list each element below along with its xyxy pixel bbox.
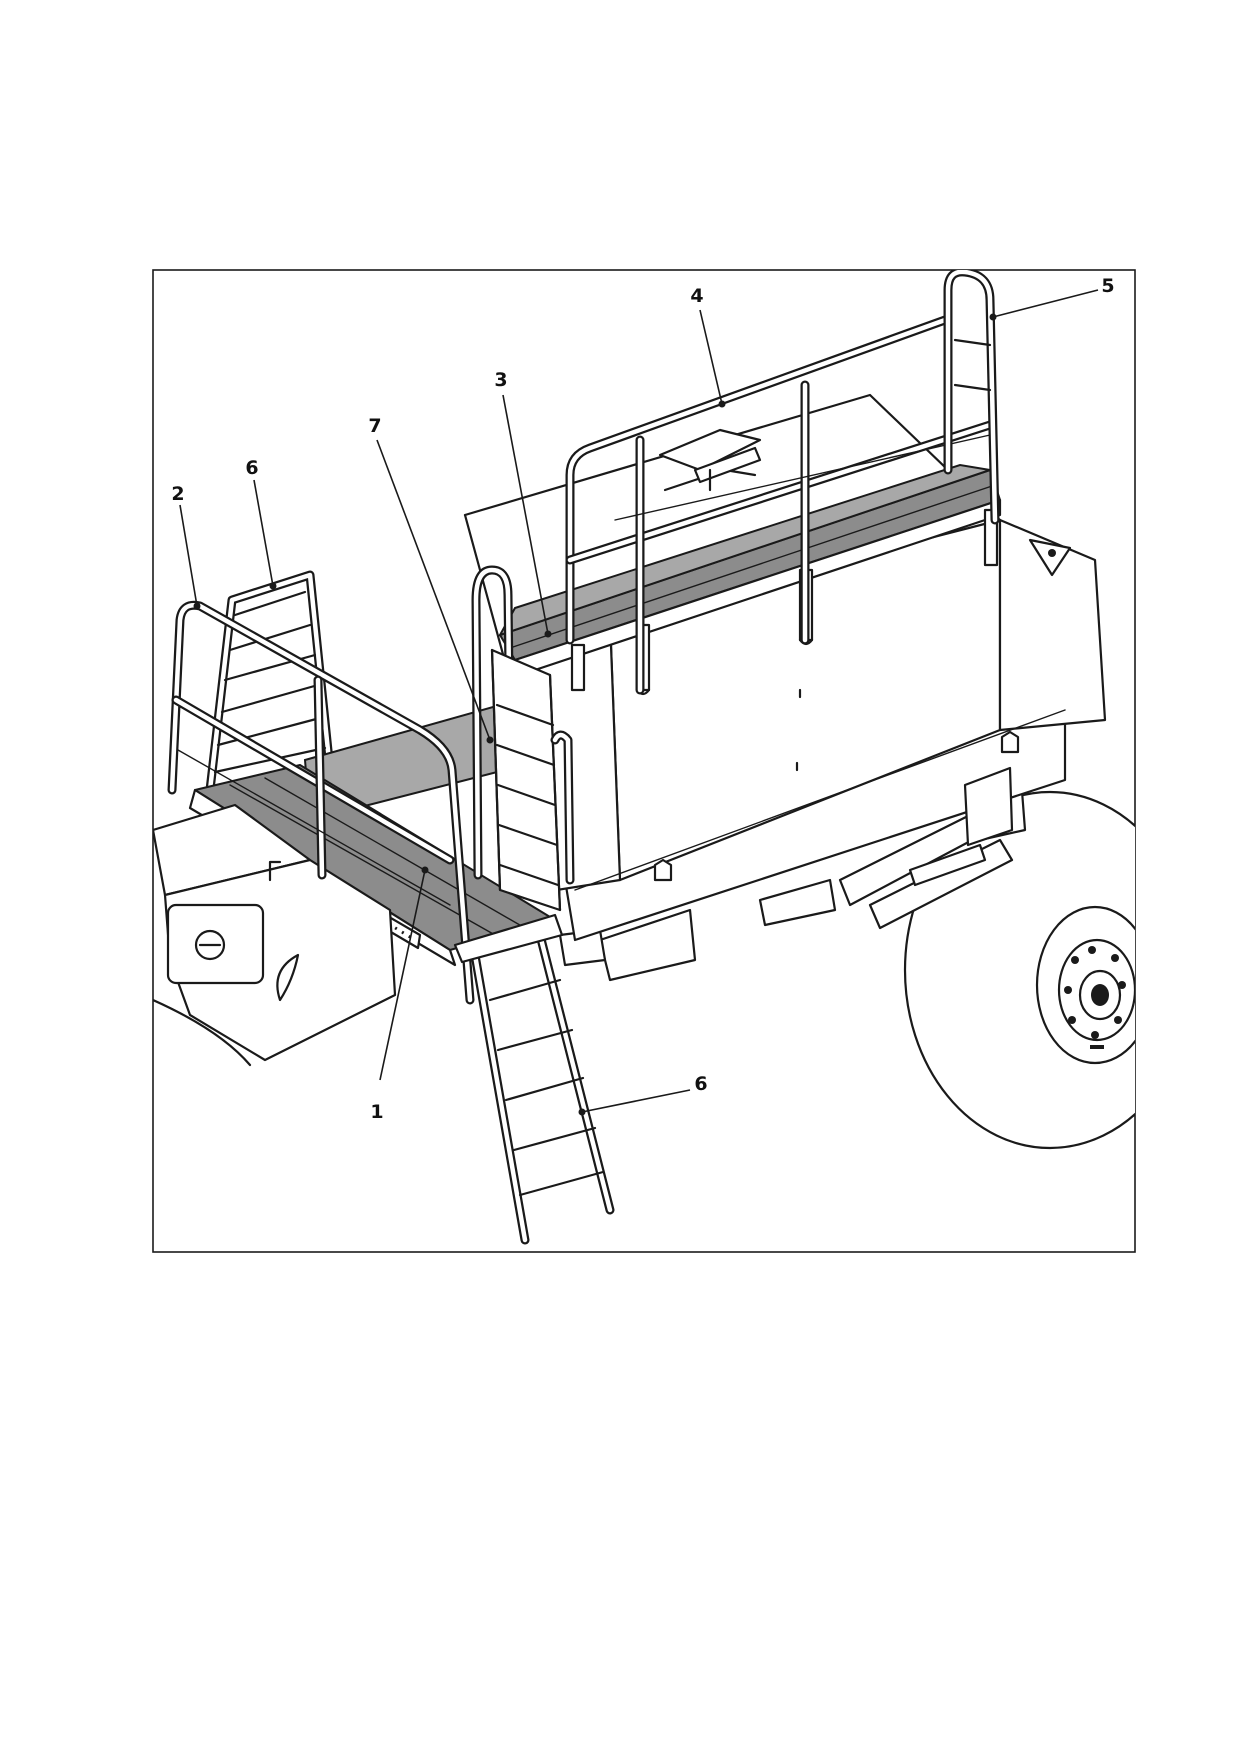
callout-5: 5 (1101, 275, 1114, 297)
upper-guard-rail (565, 270, 1000, 695)
callout-2: 2 (171, 483, 184, 505)
lower-guard-rail (167, 600, 475, 1005)
access-tower (471, 565, 575, 912)
leader-lines (179, 289, 1099, 1116)
callout-labels: 1 2 3 4 5 6 6 7 (171, 275, 1114, 1123)
callout-1: 1 (370, 1101, 383, 1123)
callout-6-upper: 6 (245, 457, 258, 479)
callout-3: 3 (494, 369, 507, 391)
callout-6-lower: 6 (694, 1073, 707, 1095)
callout-4: 4 (690, 285, 703, 307)
front-ladder (453, 913, 615, 1245)
hitch-body (153, 803, 397, 1067)
callout-7: 7 (368, 415, 381, 437)
